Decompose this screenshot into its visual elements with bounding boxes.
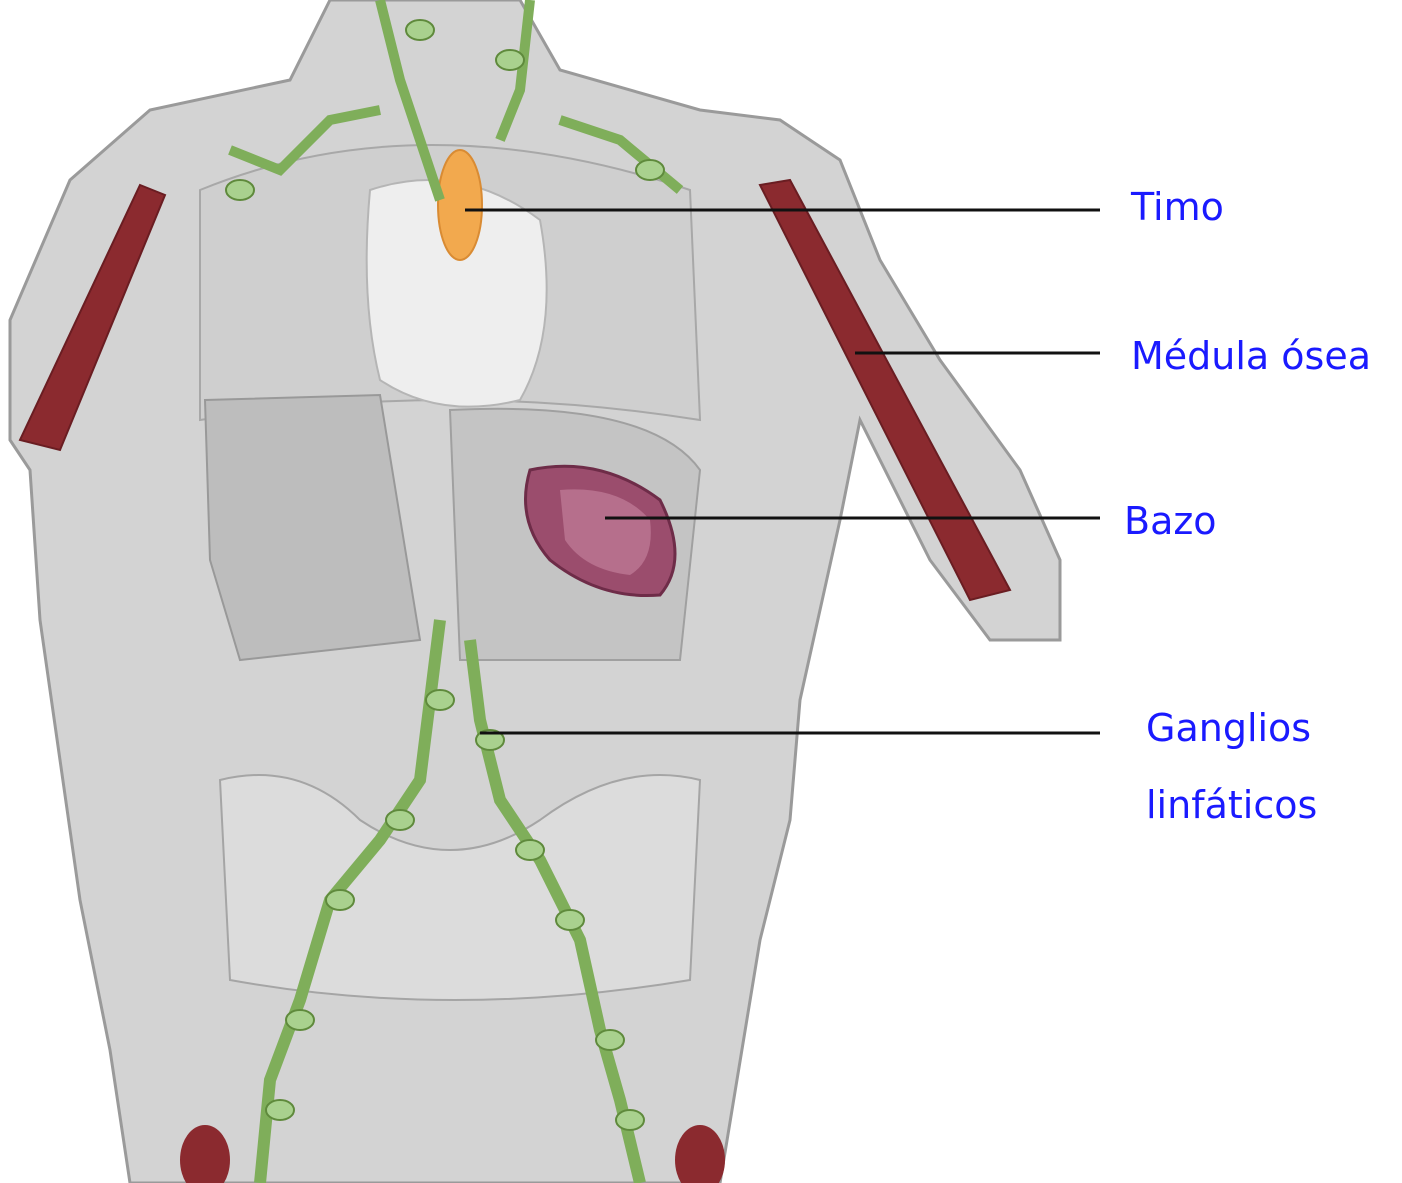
thymus	[438, 150, 482, 260]
label-ganglios-line2: linfáticos	[1146, 786, 1317, 824]
label-ganglios-line1: Ganglios	[1146, 709, 1311, 747]
label-bazo: Bazo	[1124, 502, 1217, 540]
label-medula-osea: Médula ósea	[1131, 337, 1371, 375]
label-timo: Timo	[1131, 188, 1224, 226]
